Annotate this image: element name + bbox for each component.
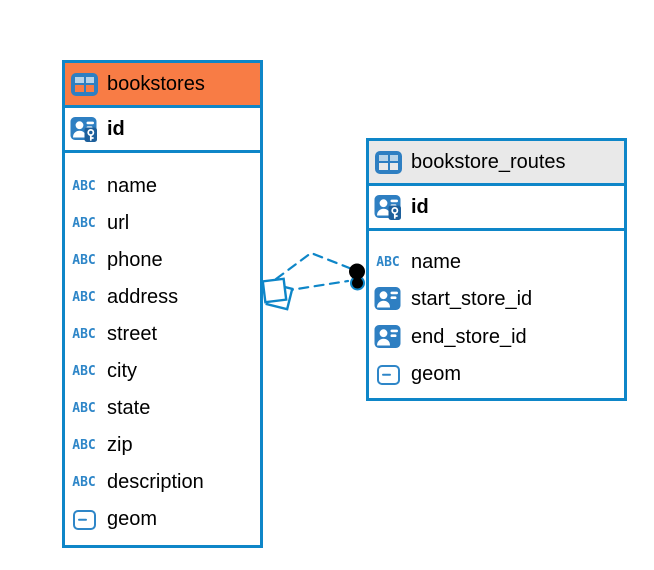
one-marker-stacked-dots[interactable] <box>349 263 365 291</box>
geometry-icon <box>70 509 98 530</box>
table-header[interactable]: bookstores <box>65 63 260 108</box>
column-name: address <box>107 286 179 308</box>
relationship-line-lower[interactable] <box>282 279 350 293</box>
primary-key-row[interactable]: id <box>369 186 624 231</box>
text-abc-icon: ABC <box>72 438 96 453</box>
column-row-name[interactable]: ABC name <box>369 251 624 274</box>
column-row-description[interactable]: ABC description <box>65 471 260 494</box>
column-row-geom[interactable]: geom <box>369 363 624 386</box>
column-row-geom[interactable]: geom <box>65 508 260 531</box>
column-row-name[interactable]: ABC name <box>65 175 260 198</box>
column-name: geom <box>411 363 462 386</box>
column-name: city <box>107 360 137 382</box>
person-icon <box>374 324 402 351</box>
column-name: url <box>107 212 130 234</box>
column-row-end_store_id[interactable]: end_store_id <box>369 324 624 351</box>
column-row-city[interactable]: ABC city <box>65 360 260 383</box>
relationship-line-upper[interactable] <box>274 251 354 281</box>
column-name: geom <box>107 508 158 530</box>
table-name: bookstore_routes <box>411 150 566 173</box>
column-row-start_store_id[interactable]: start_store_id <box>369 286 624 313</box>
column-name: zip <box>107 434 133 456</box>
text-abc-icon: ABC <box>72 401 96 416</box>
column-name: phone <box>107 249 163 271</box>
column-name: name <box>411 250 462 273</box>
column-row-address[interactable]: ABC address <box>65 286 260 309</box>
person-key-icon <box>374 194 402 221</box>
text-abc-icon: ABC <box>72 364 96 379</box>
column-name: end_store_id <box>411 326 527 349</box>
column-name: name <box>107 175 158 197</box>
column-row-state[interactable]: ABC state <box>65 397 260 420</box>
column-name: description <box>107 471 204 493</box>
table-header[interactable]: bookstore_routes <box>369 141 624 186</box>
primary-key-name: id <box>411 195 429 218</box>
column-name: state <box>107 397 151 419</box>
many-marker-stacked-squares[interactable] <box>261 277 294 311</box>
text-abc-icon: ABC <box>72 253 96 268</box>
person-key-icon <box>70 116 98 143</box>
primary-key-row[interactable]: id <box>65 108 260 153</box>
geometry-icon <box>374 364 402 385</box>
column-row-zip[interactable]: ABC zip <box>65 434 260 457</box>
table-icon <box>375 150 402 174</box>
column-name: street <box>107 323 158 345</box>
text-abc-icon: ABC <box>376 254 400 270</box>
text-abc-icon: ABC <box>72 475 96 490</box>
text-abc-icon: ABC <box>72 216 96 231</box>
text-abc-icon: ABC <box>72 290 96 305</box>
table-name: bookstores <box>107 72 205 95</box>
column-row-phone[interactable]: ABC phone <box>65 249 260 272</box>
text-abc-icon: ABC <box>72 327 96 342</box>
person-icon <box>374 286 402 313</box>
primary-key-name: id <box>107 117 125 140</box>
table-icon <box>71 72 98 96</box>
column-row-street[interactable]: ABC street <box>65 323 260 346</box>
column-row-url[interactable]: ABC url <box>65 212 260 235</box>
table-bookstore-routes[interactable]: bookstore_routes id ABC name start_store_i… <box>366 138 627 401</box>
text-abc-icon: ABC <box>72 179 96 194</box>
column-name: start_store_id <box>411 287 533 310</box>
